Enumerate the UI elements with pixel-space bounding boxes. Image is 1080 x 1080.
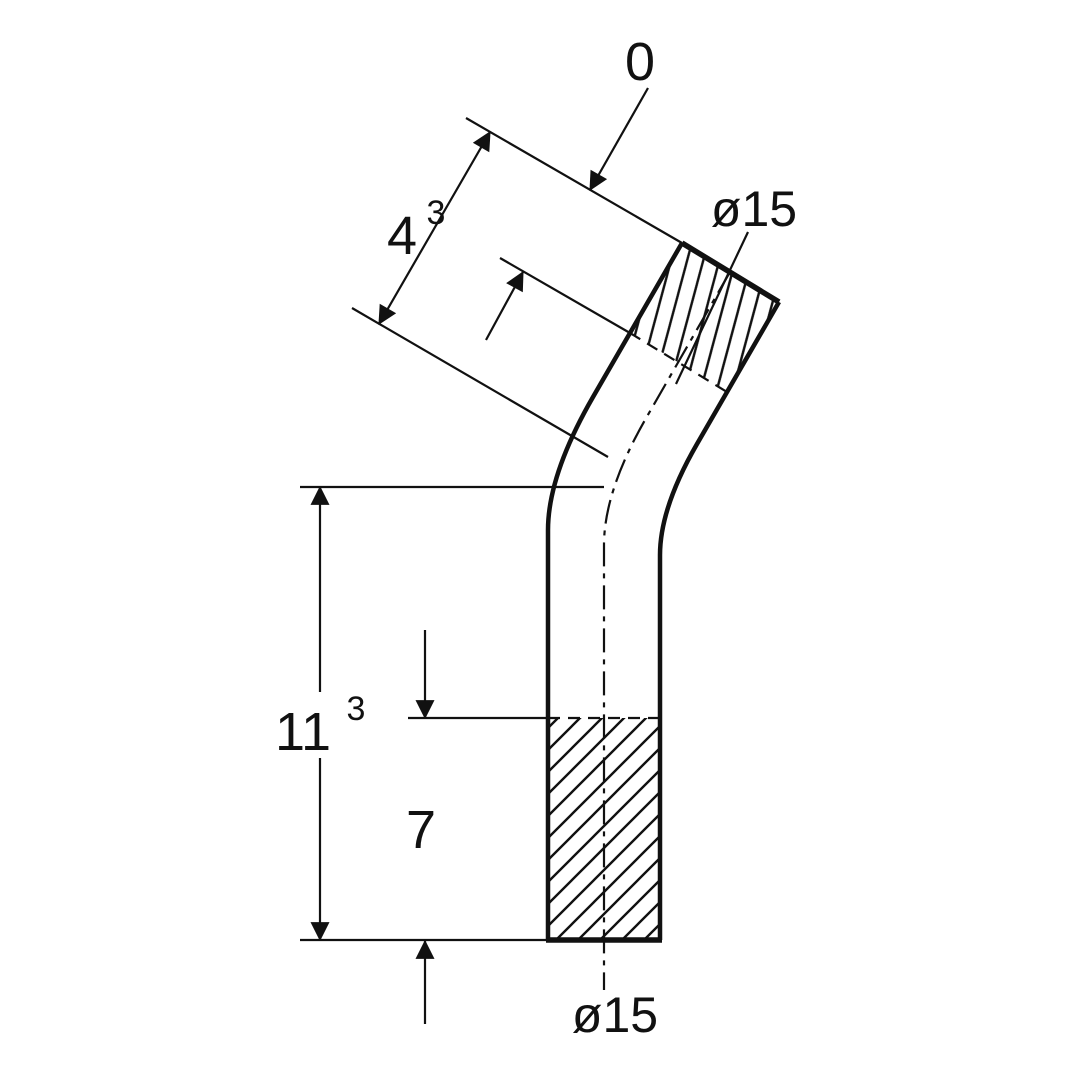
label-height-superscript: 3 xyxy=(347,690,366,728)
dimension-lines-group xyxy=(300,87,749,1024)
dimension-labels-group: 0 4 3 ø15 11 3 7 ø15 xyxy=(275,32,797,1043)
label-lower-height: 7 xyxy=(406,800,436,860)
pipe-outer-edge xyxy=(545,241,684,940)
dim-arrow-zero xyxy=(589,87,649,191)
dim-arrow-insertion-depth xyxy=(485,270,524,341)
label-top-diameter: ø15 xyxy=(711,181,797,237)
label-height: 11 xyxy=(275,702,331,762)
bend-plane-extension-line xyxy=(351,307,609,458)
label-top-length-superscript: 3 xyxy=(427,194,446,232)
end-face-extension-line xyxy=(465,117,683,244)
pipe-centerline xyxy=(602,271,731,990)
dim-line-top-length xyxy=(378,131,491,325)
label-top-offset: 0 xyxy=(625,32,655,92)
pipe-inner-edge xyxy=(657,300,781,940)
label-bottom-diameter: ø15 xyxy=(572,987,658,1043)
pipe-body-group xyxy=(545,240,781,990)
top-diameter-leader-line xyxy=(675,231,749,385)
insertion-plane-extension-line xyxy=(499,257,631,334)
label-top-length: 4 xyxy=(387,206,417,266)
